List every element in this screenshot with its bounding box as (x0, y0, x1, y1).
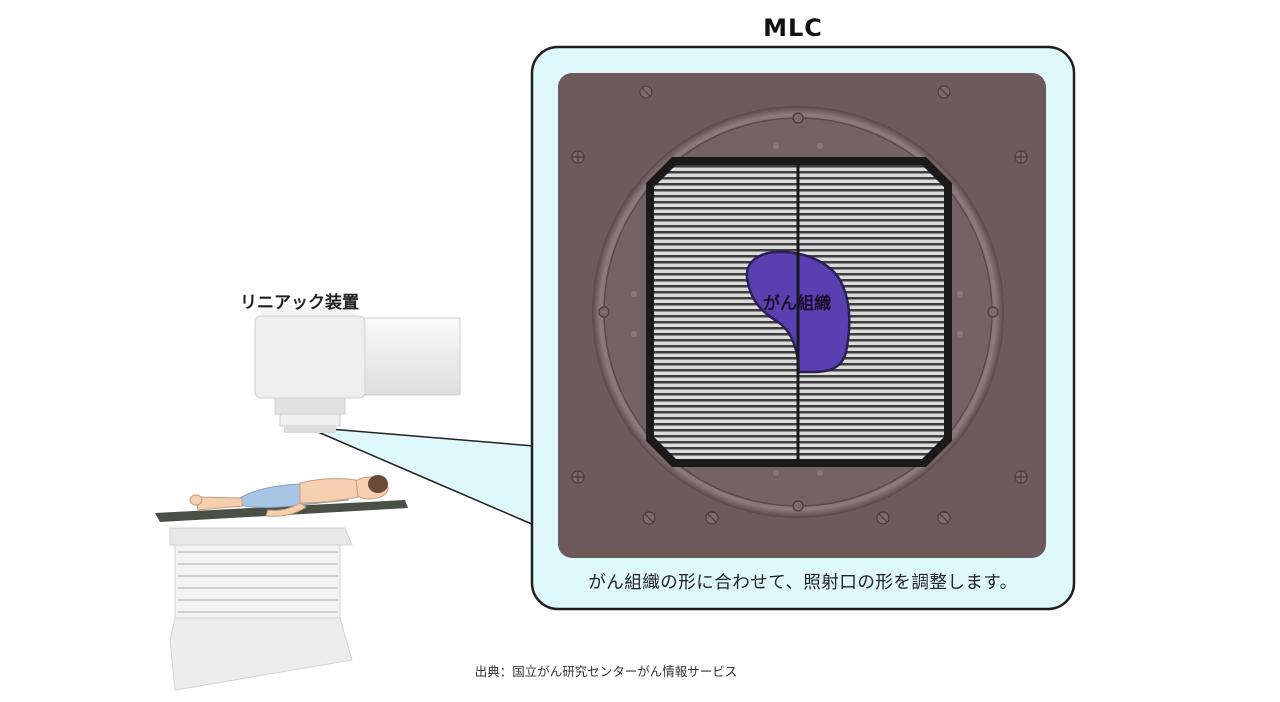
screw-icon (792, 500, 804, 512)
linac-label: リニアック装置 (240, 293, 359, 313)
screw-icon (639, 85, 653, 99)
callout-line-top (317, 427, 535, 447)
rivets (631, 143, 963, 476)
screw-icon (705, 511, 719, 525)
screw-icon (987, 306, 999, 318)
linac-machine (254, 305, 461, 433)
source-credit: 出典：国立がん研究センターがん情報サービス (474, 664, 738, 679)
screw-icon (1014, 150, 1028, 164)
patient (189, 475, 389, 517)
mlc-caption: がん組織の形に合わせて、照射口の形を調整します。 (588, 573, 1018, 593)
screw-icon (1014, 470, 1028, 484)
patient-couch (155, 500, 408, 691)
screw-icon (937, 85, 951, 99)
screw-icon (876, 511, 890, 525)
screw-icon (571, 470, 585, 484)
screw-icon (598, 306, 610, 318)
screws (571, 85, 1028, 525)
diagram-title: MLC (763, 14, 823, 42)
tumor-label: がん組織 (763, 294, 831, 314)
callout-line-bottom (317, 431, 535, 526)
screw-icon (792, 112, 804, 124)
mlc-leaves (654, 165, 944, 459)
screw-icon (937, 511, 951, 525)
callout-wedge (318, 428, 534, 525)
screw-icon (642, 511, 656, 525)
screw-icon (571, 150, 585, 164)
